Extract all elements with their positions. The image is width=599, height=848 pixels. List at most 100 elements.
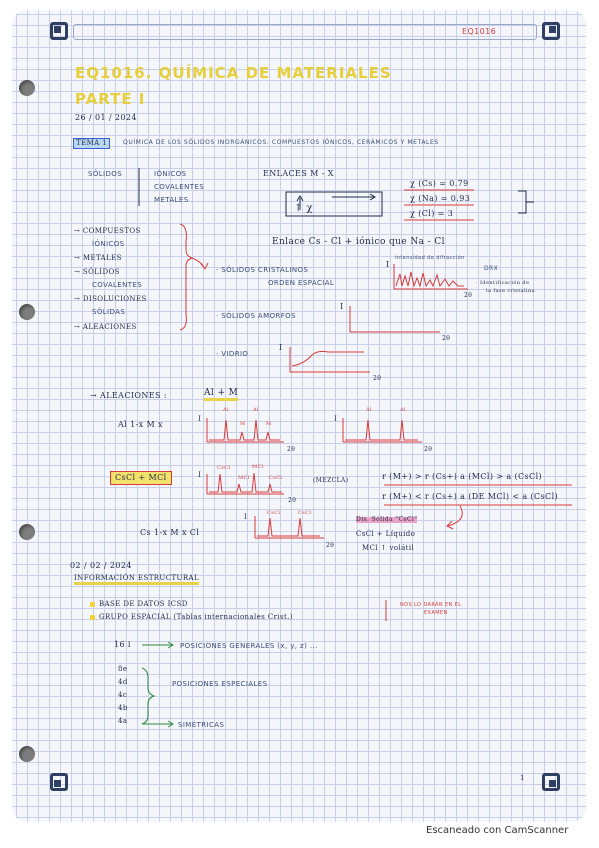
tema-label: TEMA 1 xyxy=(73,138,111,149)
chi-value: χ (Na) = 0.93 xyxy=(410,194,471,203)
page-title: EQ1016. QUÍMICA DE MATERIALES xyxy=(75,64,392,82)
axis-I: I xyxy=(279,343,283,352)
cscl-mcl-box: CsCl + MCl xyxy=(110,471,172,485)
header-code: EQ1016 xyxy=(462,27,497,36)
solid-type: IÓNICOS xyxy=(154,170,187,178)
peak-label-m: M xyxy=(266,421,272,427)
ink-drawings xyxy=(138,168,572,728)
left-list-item: → ALEACIONES xyxy=(74,323,137,331)
peak-label-al: Al xyxy=(400,407,407,413)
wyckoff-position: 4b xyxy=(118,704,128,712)
axis-2theta: 2θ xyxy=(326,542,335,549)
side-note: EXAMEN xyxy=(424,610,448,616)
page-subtitle: PARTE I xyxy=(75,90,146,108)
bullet-marker xyxy=(90,601,95,607)
radius-inequality-1: r (M+) > r (Cs+) a (MCl) > a (CsCl) xyxy=(382,472,543,481)
cristalinos-sublabel: ORDEN ESPACIAL xyxy=(268,279,335,287)
axis-I: I xyxy=(198,471,202,479)
bullet-item: GRUPO ESPACIAL (Tablas internacionales C… xyxy=(90,614,293,621)
posiciones-generales: POSICIONES GENERALES (x, y, z) ... xyxy=(180,642,318,650)
peak-label-al: Al xyxy=(223,407,230,413)
enlaces-label: ENLACES M - X xyxy=(263,169,334,178)
peak-label-mcl: MCl xyxy=(238,475,250,481)
bullet-marker xyxy=(90,614,95,620)
axis-2theta: 2θ xyxy=(424,446,433,453)
wyckoff-position: 4c xyxy=(118,691,128,699)
bullet-text: BASE DE DATOS ICSD xyxy=(99,600,188,608)
left-list-item: IÓNICOS xyxy=(92,240,125,248)
volatil-label: MCl ↑ volátil xyxy=(362,544,415,552)
identificacion-label: · Identificación de xyxy=(476,280,530,286)
solid-type: METALES xyxy=(154,196,189,204)
peak-label-al: Al xyxy=(253,407,260,413)
axis-2theta: 2θ xyxy=(442,335,451,342)
alloy-formula: Al + M xyxy=(204,389,239,401)
side-note: NOS LO DARÁN EN EL xyxy=(400,602,462,608)
peak-label-cscl: CsCl xyxy=(269,475,283,481)
left-list-item: → COMPUESTOS xyxy=(74,227,141,235)
info-heading: INFORMACIÓN ESTRUCTURAL xyxy=(74,575,200,585)
wyckoff-16i: 16 i xyxy=(114,640,131,649)
binder-hole xyxy=(19,304,35,320)
binder-hole xyxy=(19,746,35,762)
electronegativity-arrow: ↑ χ xyxy=(294,203,313,214)
mezcla-label: (MEZCLA) xyxy=(313,477,349,484)
notebook-page: EQ1016 EQ1016. QUÍMICA DE MATERIALES PAR… xyxy=(12,10,586,822)
corner-marker-top-left xyxy=(50,22,68,40)
axis-2theta: 2θ xyxy=(373,375,382,382)
left-list-item: SÓLIDAS xyxy=(92,308,126,316)
date-1: 26 / 01 / 2024 xyxy=(75,113,137,122)
left-list-item: COVALENTES xyxy=(92,281,143,289)
axis-I: I xyxy=(334,415,338,423)
axis-I: I xyxy=(340,302,344,311)
aleaciones-heading: → ALEACIONES : xyxy=(90,391,167,400)
peak-label-cscl: CsCl xyxy=(217,465,231,471)
tema-text: QUÍMICA DE LOS SÓLIDOS INORGÁNICOS. COMP… xyxy=(123,139,439,146)
bullet-text: GRUPO ESPACIAL (Tablas internacionales C… xyxy=(99,613,293,621)
liquido-label: CsCl + Líquido xyxy=(356,530,416,538)
peak-label-mcl: MCl xyxy=(252,464,264,470)
binder-hole xyxy=(19,524,35,540)
left-list-item: → METALES xyxy=(74,254,122,262)
posiciones-especiales: POSICIONES ESPECIALES xyxy=(172,680,268,688)
amorfos-label: · SÓLIDOS AMORFOS xyxy=(216,312,296,320)
peak-label-cscl: CsCl xyxy=(267,510,281,516)
binder-hole xyxy=(19,80,35,96)
corner-marker-bottom-right xyxy=(542,773,560,791)
solid-type: COVALENTES xyxy=(154,183,205,191)
peak-label-m: M xyxy=(240,421,246,427)
corner-marker-bottom-left xyxy=(50,773,68,791)
radius-inequality-2: r (M+) < r (Cs+) a (DE MCl) < a (CsCl) xyxy=(382,492,559,501)
corner-marker-top-right xyxy=(542,22,560,40)
simetricas-label: SIMÉTRICAS xyxy=(178,721,225,729)
solid-solution-formula: Cs 1-x M x Cl xyxy=(140,528,200,537)
vidrio-label: · VIDRIO xyxy=(216,350,249,358)
page-number: 1 xyxy=(520,774,525,782)
chi-value: χ (Cs) = 0.79 xyxy=(410,179,469,188)
peak-label-cscl: CsCl xyxy=(298,510,312,516)
intensidad-label: intensidad de difracción xyxy=(395,255,465,261)
alloy-general-formula: Al 1-x M x xyxy=(118,420,163,429)
axis-2theta: 2θ xyxy=(288,497,297,504)
axis-2theta: 2θ xyxy=(464,292,473,299)
axis-I: I xyxy=(198,415,202,423)
axis-I: I xyxy=(244,513,248,521)
cristalinos-label: · SÓLIDOS CRISTALINOS xyxy=(216,266,309,274)
wyckoff-position: 4a xyxy=(118,717,128,725)
header-bar xyxy=(73,24,537,40)
bullet-item: BASE DE DATOS ICSD xyxy=(90,601,188,608)
solidos-label: SÓLIDOS xyxy=(88,170,123,178)
disolucion-solida-label: Dis. Sólida "CsCl" xyxy=(356,516,418,523)
drx-axis-I: I xyxy=(386,260,390,269)
chi-value: χ (Cl) = 3 xyxy=(410,209,454,218)
camscanner-footer: Escaneado con CamScanner xyxy=(426,825,569,836)
identificacion-label: la fase cristalina xyxy=(486,288,536,294)
peak-label-al: Al xyxy=(366,407,373,413)
left-list-item: → DISOLUCIONES xyxy=(74,295,147,303)
enlace-comparison: Enlace Cs - Cl + iónico que Na - Cl xyxy=(272,237,445,247)
wyckoff-position: 8e xyxy=(118,665,128,673)
wyckoff-position: 4d xyxy=(118,678,128,686)
left-list-item: → SÓLIDOS xyxy=(74,268,120,276)
date-2: 02 / 02 / 2024 xyxy=(70,561,132,570)
drx-label: DRX xyxy=(484,265,499,272)
